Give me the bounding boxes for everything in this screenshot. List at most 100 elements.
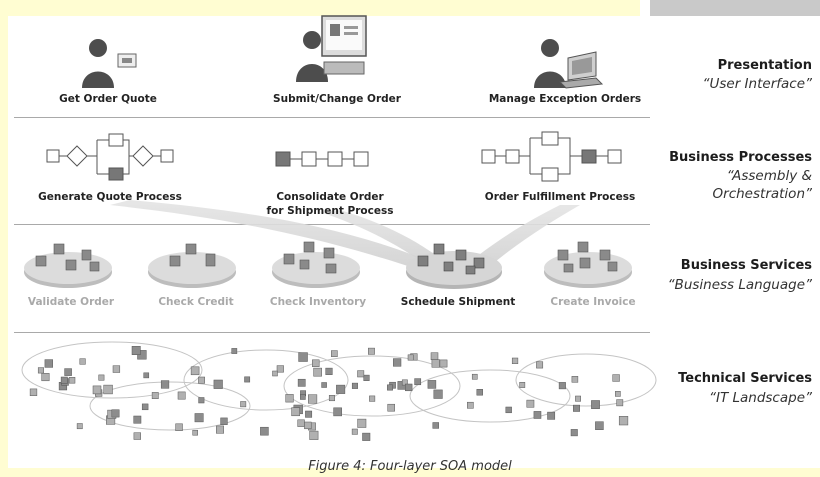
service-cube [369,395,376,402]
service-cube [151,392,159,399]
figure-caption: Figure 4: Four-layer SOA model [308,459,512,474]
service-cube [351,382,358,389]
service-platform-icon [24,243,112,288]
check-credit-label: Check Credit [158,296,234,308]
presentation-layer-subtitle: “User Interface” [702,76,813,92]
service-cube [471,373,478,380]
service-cube [141,403,149,411]
service-cube [131,346,141,355]
header-gray-bar [650,0,820,16]
computer-monitor-icon [296,15,367,82]
service-cube [407,354,414,361]
service-cube [37,367,44,374]
service-cube [112,365,121,373]
service-cube [276,365,284,373]
service-cube [357,370,365,378]
service-cube [297,419,305,427]
service-cube [575,395,581,402]
service-cube [401,379,408,386]
process-flow-icon [275,151,369,167]
service-cube [431,359,440,368]
service-cube [240,401,247,408]
service-cube [547,411,556,420]
service-cube [64,368,72,376]
service-cube [272,370,278,377]
service-cube [511,357,519,364]
service-cube [336,384,346,394]
service-cube [467,401,474,409]
service-cube [44,359,53,368]
service-cube [393,358,402,367]
service-cube [313,367,322,377]
technical-services-layer-title: Technical Services [678,371,812,386]
service-cube [79,358,86,365]
service-cube [519,382,526,388]
service-cube [591,400,600,409]
service-platform-icon [544,241,632,288]
service-cube [177,391,186,400]
check-inventory-label: Check Inventory [269,296,367,308]
manage-exception-orders-label: Manage Exception Orders [488,93,642,105]
layer-divider [14,332,650,333]
service-cube [297,378,306,387]
process-flow-icon [46,133,174,181]
service-cube [618,416,629,426]
service-cube [405,383,413,392]
service-cube [351,428,358,435]
service-cube [321,382,327,388]
service-cube [612,374,620,382]
service-cube [143,372,150,379]
process-flow-icon [481,131,622,182]
service-platform-icon [406,243,502,289]
service-cube [333,407,342,417]
schedule-shipment-label: Schedule Shipment [400,296,516,308]
service-cube [231,348,238,354]
business-processes-layer-title: Business Processes [669,150,812,165]
laptop-icon [534,39,604,89]
service-cube [103,384,113,395]
service-cube [362,432,371,441]
service-cube [328,395,335,402]
service-cube [387,403,395,412]
service-cube [76,423,83,430]
service-cube [220,417,228,425]
service-cube [298,352,308,362]
business-services-layer-title: Business Services [680,258,812,273]
service-cube [536,361,544,369]
validate-order-label: Validate Order [27,296,115,308]
background-strip [0,0,8,477]
service-cube [308,394,318,404]
service-cube [595,421,604,430]
service-cube [616,399,624,407]
service-cube [192,429,198,436]
service-cube [432,422,439,429]
service-platform-icon [148,243,236,288]
service-cube [363,374,370,381]
service-cube [60,376,68,384]
business-processes-layer-subtitle: “Assembly & [726,168,812,184]
generate-quote-process-label: Generate Quote Process [38,191,182,203]
layer-divider [14,117,650,118]
service-cube [312,359,320,367]
service-cube [216,425,224,434]
service-cube [133,415,142,424]
service-cube [533,411,542,419]
service-cube [427,380,437,389]
service-cube [476,389,483,396]
service-cube [368,347,375,355]
service-cube [175,423,183,431]
background-strip [0,0,640,16]
service-cube [190,366,200,376]
service-cube [615,391,621,397]
service-cube [260,426,269,436]
service-cube [357,418,367,428]
service-cube [570,429,578,437]
background-strip [0,468,820,477]
service-cube [244,376,251,383]
service-cube [300,394,306,400]
service-cube [331,350,338,357]
service-cube [198,397,205,404]
layer-divider [14,224,650,225]
service-cube [98,374,105,381]
business-services-layer-subtitle: “Business Language” [667,277,812,293]
